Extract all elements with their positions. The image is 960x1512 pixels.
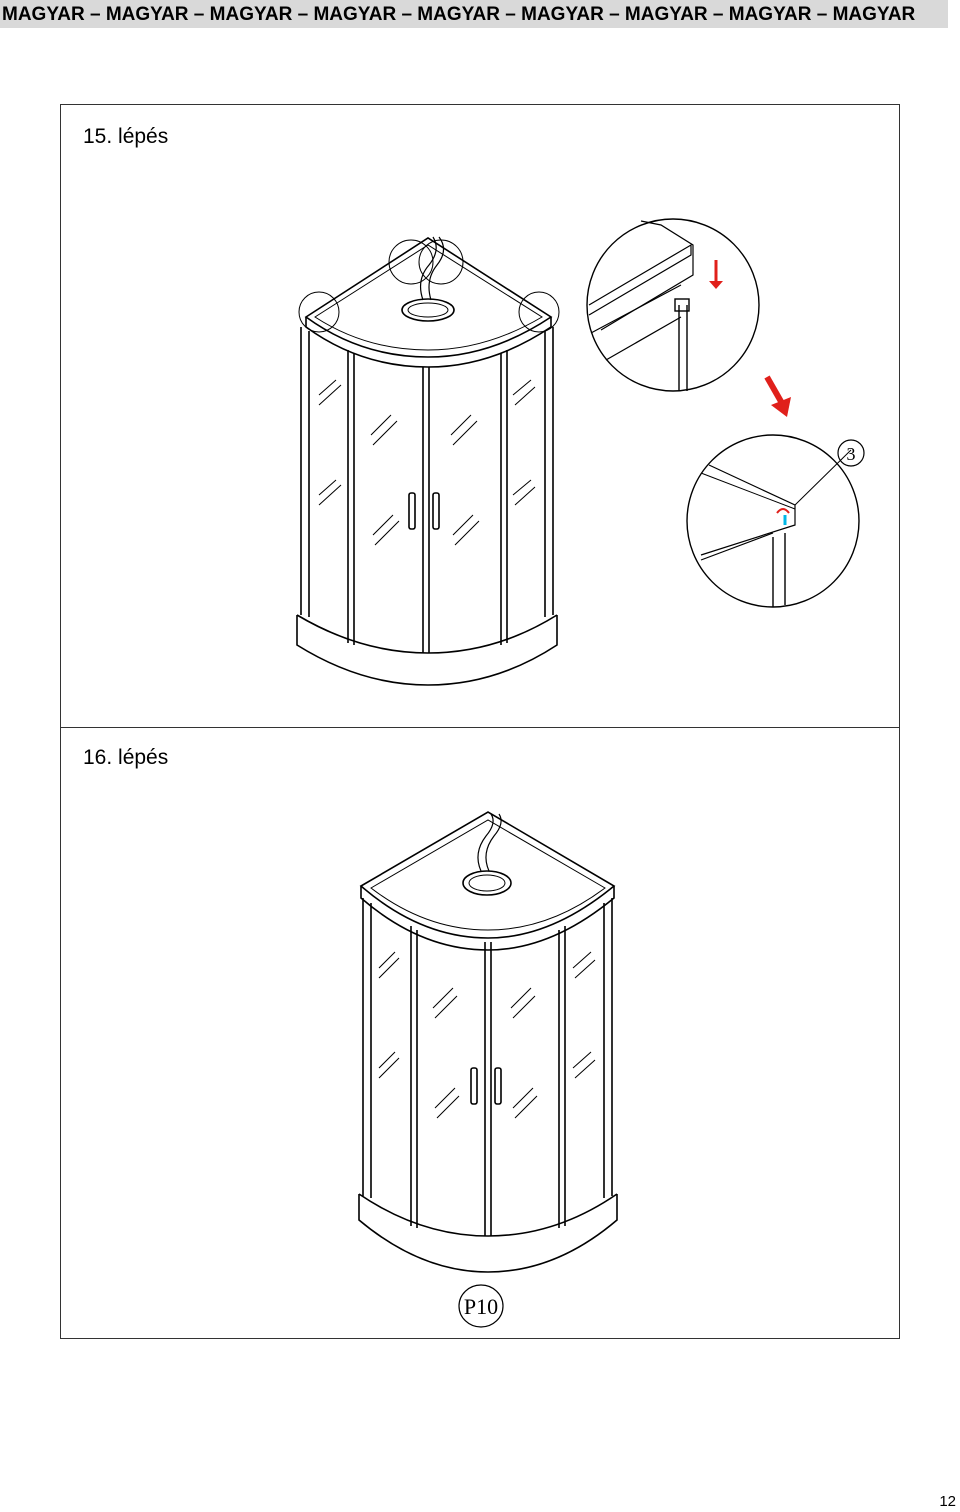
step-16-title: 16. lépés — [83, 746, 169, 769]
language-header: MAGYAR – MAGYAR – MAGYAR – MAGYAR – MAGY… — [0, 0, 948, 28]
shower-cabin-drawing-step16: P10 — [358, 811, 618, 1328]
detail-label-3: 3 — [847, 444, 856, 464]
shower-cabin-drawing-step15: 3 — [296, 218, 865, 686]
part-label-p10: P10 — [464, 1294, 498, 1319]
step-15-title: 15. lépés — [83, 125, 169, 148]
page-number: 12 — [939, 1493, 956, 1510]
step-16-panel: 16. lépés — [60, 727, 900, 1339]
step-15-panel: 15. lépés — [60, 104, 900, 728]
